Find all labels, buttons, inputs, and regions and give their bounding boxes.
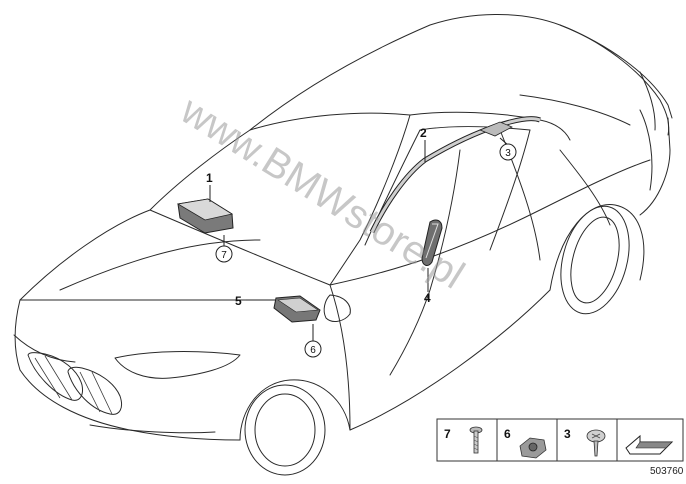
screw-icon (586, 429, 606, 457)
legend-label-7: 7 (444, 427, 451, 441)
part-5-knee-airbag (273, 295, 321, 323)
clip-nut-icon (519, 437, 547, 459)
callout-1: 1 (206, 171, 213, 185)
callouts: 1 2 4 5 3 7 6 (206, 126, 517, 358)
callout-7: 7 (221, 250, 227, 261)
leader-lines (209, 137, 509, 341)
callout-5: 5 (235, 294, 242, 308)
legend-label-3: 3 (564, 427, 571, 441)
callout-4: 4 (424, 291, 431, 305)
part-1-passenger-airbag (176, 198, 234, 234)
callout-6-circle (304, 340, 322, 358)
part-4-side-airbag (421, 219, 443, 266)
callout-3: 3 (505, 148, 511, 159)
watermark: www.BMWstore.pl (172, 88, 471, 298)
arrow-reference-icon (625, 434, 674, 455)
callout-6: 6 (310, 345, 316, 356)
legend-label-6: 6 (504, 427, 511, 441)
callout-2: 2 (420, 126, 427, 140)
callout-7-circle (215, 245, 233, 263)
fastener-legend: 7 6 3 (436, 418, 684, 462)
car-body (13, 14, 673, 476)
bolt-icon (469, 426, 483, 454)
callout-3-circle (499, 143, 517, 161)
part-2-curtain-airbag (369, 116, 541, 234)
diagram-number: 503760 (650, 466, 684, 477)
